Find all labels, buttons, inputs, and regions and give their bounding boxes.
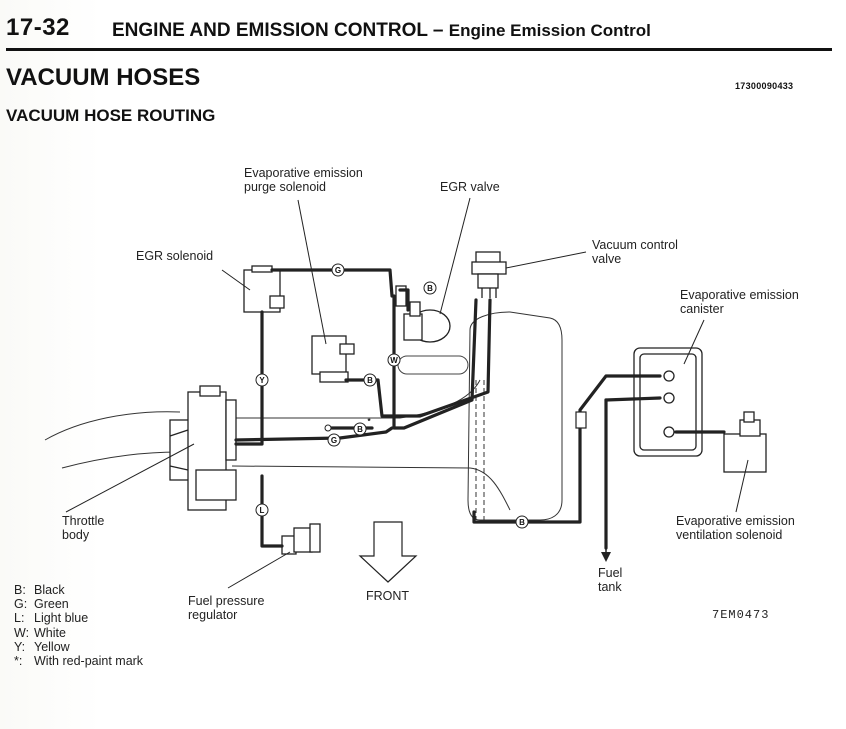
vacuum-control-valve bbox=[471, 251, 507, 298]
tag-w-mid: W bbox=[387, 353, 401, 367]
legend-row-lightblue: L:Light blue bbox=[14, 611, 89, 626]
tag-g-top: G bbox=[331, 263, 345, 277]
tag-l-fpr: L bbox=[255, 503, 269, 517]
front-arrow-icon bbox=[358, 521, 418, 583]
legend-row-black: B:Black bbox=[14, 583, 65, 597]
label-fpr-1: Fuel pressure bbox=[188, 594, 264, 608]
hose-tags: G B Y W B B* G L B bbox=[255, 263, 529, 529]
label-egr-valve: EGR valve bbox=[440, 180, 500, 194]
label-canister-1: Evaporative emission bbox=[680, 288, 799, 302]
tag-y-left: Y bbox=[255, 373, 269, 387]
air-duct-lower bbox=[61, 451, 179, 469]
hose-black-canister bbox=[472, 374, 662, 524]
hose-lightblue-fpr bbox=[260, 474, 284, 548]
section-code: 17300090433 bbox=[735, 81, 794, 91]
fuel-pressure-regulator bbox=[281, 523, 321, 555]
header-rule bbox=[6, 48, 832, 51]
hose-green-top bbox=[270, 268, 394, 298]
label-purge-solenoid-2: purge solenoid bbox=[244, 180, 326, 194]
svg-text:B: B bbox=[367, 376, 373, 385]
svg-text:B: B bbox=[427, 284, 433, 293]
tag-b-canister: B bbox=[515, 515, 529, 529]
label-egr-solenoid: EGR solenoid bbox=[136, 249, 213, 263]
svg-text:W: W bbox=[390, 356, 398, 365]
svg-text:Y: Y bbox=[259, 376, 265, 385]
label-fuel-tank-2: tank bbox=[598, 580, 622, 594]
label-front: FRONT bbox=[366, 589, 409, 603]
chapter-name: ENGINE AND EMISSION CONTROL bbox=[112, 20, 428, 41]
label-fuel-tank-1: Fuel bbox=[598, 566, 622, 580]
egr-solenoid bbox=[243, 265, 285, 313]
surge-tank bbox=[467, 311, 563, 521]
label-vacuum-control-1: Vacuum control bbox=[592, 238, 678, 252]
air-duct bbox=[44, 411, 181, 441]
tag-g-bottom: G bbox=[327, 433, 341, 447]
egr-valve-nipple bbox=[397, 355, 469, 375]
hose-green-bottom bbox=[234, 426, 394, 442]
legend-row-white: W:White bbox=[14, 625, 66, 640]
label-canister-2: canister bbox=[680, 302, 724, 316]
svg-text:B: B bbox=[519, 518, 525, 527]
subsection-title: VACUUM HOSE ROUTING bbox=[6, 106, 216, 125]
hose-joint bbox=[575, 411, 587, 429]
svg-text:*: * bbox=[367, 417, 371, 426]
svg-text:G: G bbox=[335, 266, 341, 275]
legend-row-green: G:Green bbox=[14, 597, 69, 612]
egr-valve bbox=[395, 285, 451, 343]
subchapter-name: Engine Emission Control bbox=[448, 21, 651, 40]
figure-code: 7EM0473 bbox=[712, 608, 769, 622]
section-title: VACUUM HOSES bbox=[6, 64, 201, 91]
chapter-title: ENGINE AND EMISSION CONTROL – Engine Emi… bbox=[112, 20, 651, 42]
label-throttle-1: Throttle bbox=[62, 514, 104, 528]
purge-solenoid bbox=[311, 335, 355, 383]
svg-text:G: G bbox=[331, 436, 337, 445]
hose-yellow bbox=[234, 310, 264, 446]
svg-text:B: B bbox=[357, 425, 363, 434]
star-fitting bbox=[324, 424, 332, 432]
hose-color-legend: B:Black G:Green L:Light blue W:White Y:Y… bbox=[14, 583, 143, 668]
label-vent-solenoid-1: Evaporative emission bbox=[676, 514, 795, 528]
fuel-tank-arrowhead bbox=[601, 552, 611, 562]
page-number: 17-32 bbox=[6, 14, 70, 41]
label-throttle-2: body bbox=[62, 528, 90, 542]
svg-text:L: L bbox=[260, 506, 265, 515]
ventilation-solenoid bbox=[723, 411, 767, 473]
canister bbox=[633, 347, 703, 457]
hose-canister-to-tank bbox=[604, 396, 662, 402]
title-dash: – bbox=[432, 20, 444, 41]
leader-lines bbox=[65, 197, 749, 589]
intake-pipe-lower bbox=[231, 465, 471, 469]
intake-manifold-curve bbox=[469, 467, 511, 511]
tag-b-egr: B bbox=[423, 281, 437, 295]
label-vent-solenoid-2: ventilation solenoid bbox=[676, 528, 782, 542]
throttle-body bbox=[169, 385, 237, 511]
tag-b-star: B* bbox=[353, 417, 371, 436]
hose-white bbox=[392, 294, 478, 430]
hose-black-egr-valve bbox=[398, 288, 410, 312]
dashed-hose bbox=[475, 380, 485, 520]
tag-b-purge: B bbox=[363, 373, 377, 387]
label-vacuum-control-2: valve bbox=[592, 252, 621, 266]
label-purge-solenoid-1: Evaporative emission bbox=[244, 166, 363, 180]
label-fpr-2: regulator bbox=[188, 608, 237, 622]
legend-row-red-paint: *:With red-paint mark bbox=[14, 654, 144, 669]
legend-row-yellow: Y:Yellow bbox=[14, 639, 70, 654]
